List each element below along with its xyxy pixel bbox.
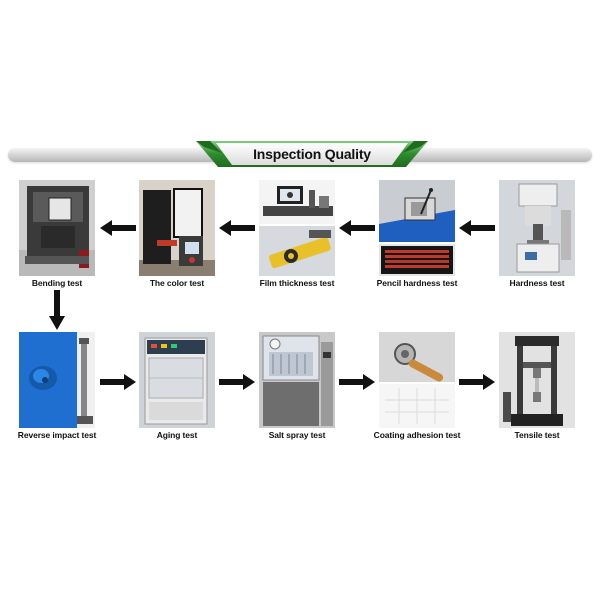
test-label: Salt spray test xyxy=(268,430,326,440)
flow-arrow-right xyxy=(339,374,375,390)
bending-machine-icon xyxy=(19,180,95,276)
test-salt-spray: Salt spray test xyxy=(257,332,337,440)
test-pencil-hardness: Pencil hardness test xyxy=(377,180,457,288)
flow-arrow-right xyxy=(219,374,255,390)
test-color: The color test xyxy=(137,180,217,288)
test-aging: Aging test xyxy=(137,332,217,440)
test-reverse-impact: Reverse impact test xyxy=(17,332,97,440)
test-label: The color test xyxy=(149,278,205,288)
flow-arrow-left xyxy=(339,220,375,236)
test-bending: Bending test xyxy=(17,180,97,288)
tensile-machine-icon xyxy=(499,332,575,428)
test-hardness: Hardness test xyxy=(497,180,577,288)
test-coating-adhesion: Coating adhesion test xyxy=(374,332,460,440)
test-label: Film thickness test xyxy=(259,278,335,288)
test-label: Pencil hardness test xyxy=(376,278,458,288)
flow-arrow-left xyxy=(100,220,136,236)
hardness-tester-icon xyxy=(499,180,575,276)
test-film-thickness: Film thickness test xyxy=(257,180,337,288)
test-label: Aging test xyxy=(156,430,198,440)
flow-arrow-left xyxy=(219,220,255,236)
flow-arrow-right xyxy=(459,374,495,390)
test-label: Reverse impact test xyxy=(17,430,97,440)
salt-spray-chamber-icon xyxy=(259,332,335,428)
flow-arrow-left xyxy=(459,220,495,236)
test-label: Hardness test xyxy=(509,278,565,288)
test-label: Coating adhesion test xyxy=(373,430,461,440)
test-label: Bending test xyxy=(31,278,83,288)
color-tester-icon xyxy=(139,180,215,276)
thickness-gauge-icon xyxy=(259,180,335,276)
page-title: Inspection Quality xyxy=(253,146,371,162)
pencil-hardness-icon xyxy=(379,180,455,276)
adhesion-cutter-icon xyxy=(379,332,455,428)
impact-tester-icon xyxy=(19,332,95,428)
header-banner: Inspection Quality xyxy=(0,138,600,174)
aging-chamber-icon xyxy=(139,332,215,428)
flow-arrow-down xyxy=(49,290,65,330)
flow-arrow-right xyxy=(100,374,136,390)
test-tensile: Tensile test xyxy=(497,332,577,440)
header-badge xyxy=(196,139,428,169)
test-label: Tensile test xyxy=(514,430,560,440)
